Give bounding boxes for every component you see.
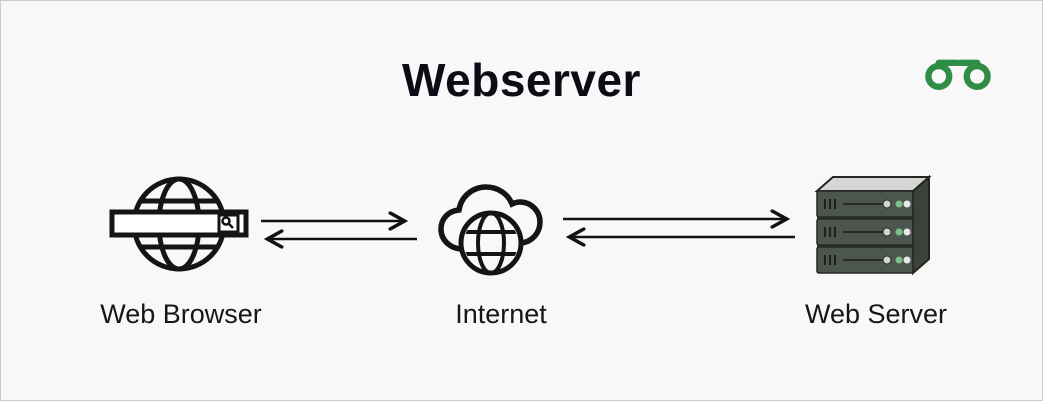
server-rack-icon [814,174,932,276]
server-unit [816,190,914,218]
server-led-green [895,200,903,208]
server-led-green [895,228,903,236]
browser-address-bar [109,209,249,238]
search-icon [221,216,231,226]
node-label-web-server: Web Server [804,299,948,329]
server-led-green [895,256,903,264]
node-label-internet: Internet [455,299,547,329]
server-unit [816,218,914,246]
cloud-globe-icon [438,184,543,276]
server-unit [816,246,914,274]
geeksforgeeks-logo-icon [925,59,991,90]
page-title: Webserver [402,54,641,106]
node-label-web-browser: Web Browser [100,299,262,329]
cloud-outline [438,184,543,252]
globe-search-browser-icon [109,176,249,272]
